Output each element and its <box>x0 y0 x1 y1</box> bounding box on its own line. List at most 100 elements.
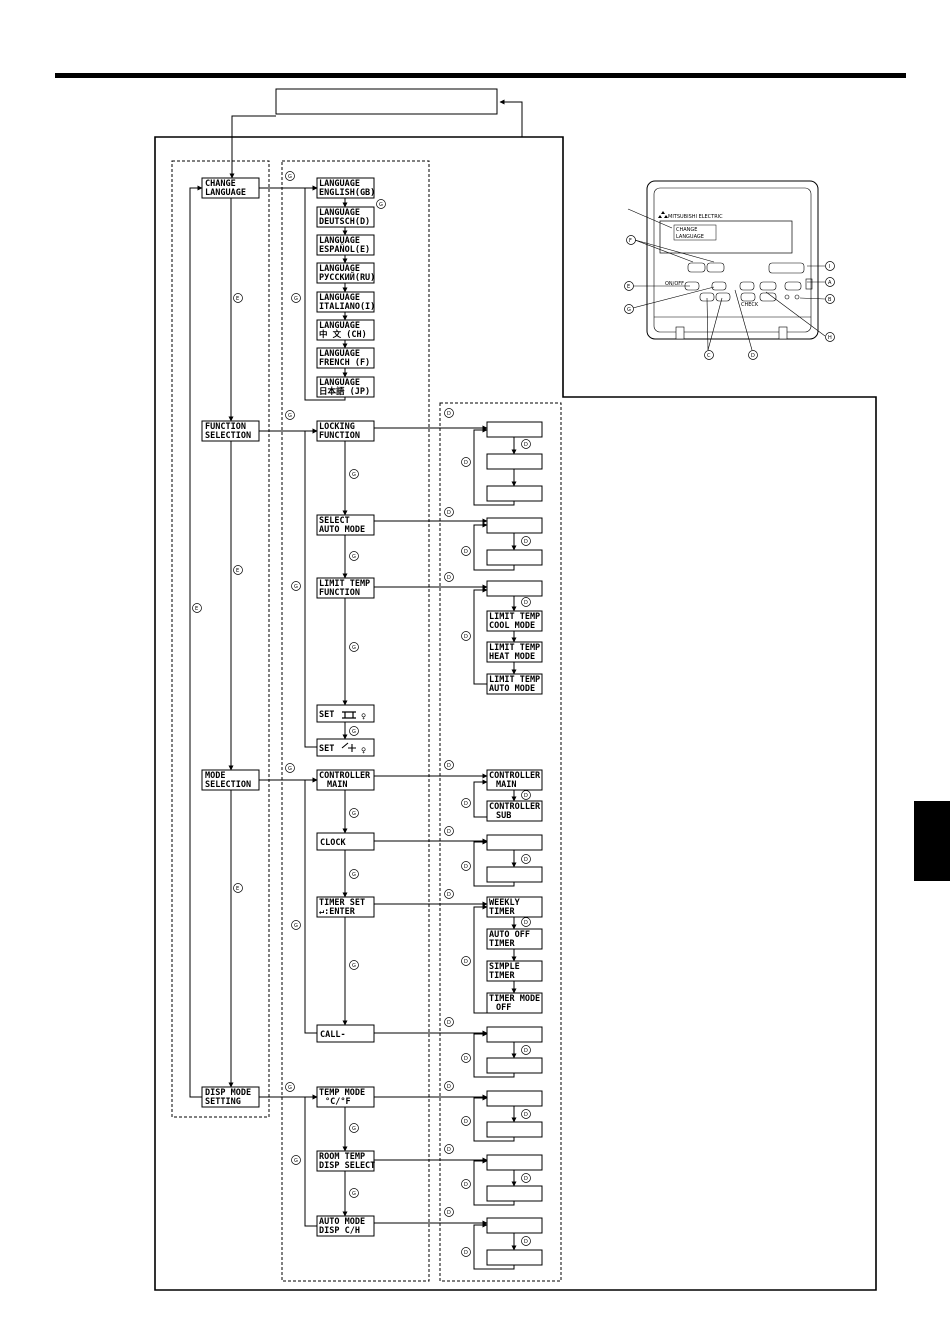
svg-text:CHANGE: CHANGE <box>676 227 697 233</box>
svg-text:SETTING: SETTING <box>205 1097 241 1107</box>
svg-text:D: D <box>447 892 451 898</box>
svg-text:F: F <box>629 238 632 244</box>
svg-text:G: G <box>294 296 298 302</box>
svg-text:LANGUAGE: LANGUAGE <box>319 208 360 218</box>
svg-text:G: G <box>352 872 356 878</box>
menu-region <box>171 160 270 1118</box>
svg-text:TIMER MODE: TIMER MODE <box>489 994 540 1004</box>
svg-text:LIMIT TEMP: LIMIT TEMP <box>319 579 370 589</box>
svg-text:ROOM TEMP: ROOM TEMP <box>319 1152 365 1162</box>
svg-text:LOCKING: LOCKING <box>319 422 355 432</box>
svg-text:D: D <box>524 857 528 863</box>
svg-text:LANGUAGE: LANGUAGE <box>319 349 360 359</box>
svg-text:CHANGE: CHANGE <box>205 179 236 189</box>
svg-text:TIMER SET: TIMER SET <box>319 898 365 908</box>
svg-text:G: G <box>288 174 292 180</box>
svg-text:LIMIT TEMP: LIMIT TEMP <box>489 675 540 685</box>
svg-text:OFF: OFF <box>496 1003 511 1013</box>
svg-text:ON/OFF: ON/OFF <box>665 281 684 287</box>
svg-text:G: G <box>288 413 292 419</box>
svg-text:D: D <box>524 1112 528 1118</box>
svg-text:中 文 (CH): 中 文 (CH) <box>319 329 367 340</box>
svg-text:D: D <box>524 600 528 606</box>
header-rule <box>55 73 906 78</box>
svg-text:G: G <box>294 923 298 929</box>
svg-text:LANGUAGE: LANGUAGE <box>676 234 704 240</box>
svg-text:I: I <box>829 264 830 270</box>
svg-text:AUTO MODE: AUTO MODE <box>319 1217 365 1227</box>
svg-text:E: E <box>627 284 630 290</box>
svg-text:FUNCTION: FUNCTION <box>205 422 246 432</box>
svg-text:TIMER: TIMER <box>489 939 515 949</box>
svg-text:LANGUAGE: LANGUAGE <box>319 293 360 303</box>
svg-text:G: G <box>352 1191 356 1197</box>
svg-text:D: D <box>464 1119 468 1125</box>
svg-text:G: G <box>627 307 631 313</box>
svg-text:SIMPLE: SIMPLE <box>489 962 520 972</box>
svg-text:ENGLISH(GB): ENGLISH(GB) <box>319 188 375 198</box>
svg-text:D: D <box>464 801 468 807</box>
svg-text:CLOCK: CLOCK <box>320 838 346 848</box>
svg-text:D: D <box>464 959 468 965</box>
svg-text:D: D <box>524 442 528 448</box>
svg-text:D: D <box>524 793 528 799</box>
svg-text:D: D <box>751 353 755 359</box>
svg-text:TIMER: TIMER <box>489 971 515 981</box>
svg-text:MITSUBISHI ELECTRIC: MITSUBISHI ELECTRIC <box>668 214 723 220</box>
svg-text:D: D <box>464 460 468 466</box>
svg-text:COOL MODE: COOL MODE <box>489 621 535 631</box>
svg-text:D: D <box>464 1056 468 1062</box>
svg-text:MAIN: MAIN <box>327 780 347 790</box>
svg-text:D: D <box>447 829 451 835</box>
svg-text:D: D <box>524 1048 528 1054</box>
svg-text:D: D <box>524 539 528 545</box>
svg-text:E: E <box>236 886 239 892</box>
svg-text:↵:ENTER: ↵:ENTER <box>319 907 356 917</box>
svg-text:B: B <box>828 297 832 303</box>
svg-text:DISP MODE: DISP MODE <box>205 1088 251 1098</box>
svg-text:D: D <box>464 1250 468 1256</box>
svg-text:AUTO MODE: AUTO MODE <box>489 684 535 694</box>
svg-text:HEAT MODE: HEAT MODE <box>489 652 535 662</box>
svg-text:LANGUAGE: LANGUAGE <box>319 264 360 274</box>
setting-region <box>439 402 562 1282</box>
svg-text:D: D <box>524 1239 528 1245</box>
svg-text:LANGUAGE: LANGUAGE <box>205 188 246 198</box>
svg-text:SUB: SUB <box>496 811 511 821</box>
remote-controller-illustration: MITSUBISHI ELECTRIC CHANGE LANGUAGE ON/O… <box>624 180 835 360</box>
svg-text:°C/°F: °C/°F <box>325 1097 351 1107</box>
svg-text:G: G <box>352 1126 356 1132</box>
svg-text:ITALIANO(I): ITALIANO(I) <box>319 302 375 312</box>
svg-text:LIMIT TEMP: LIMIT TEMP <box>489 612 540 622</box>
svg-text:D: D <box>524 920 528 926</box>
svg-text:CALL-: CALL- <box>320 1030 346 1040</box>
svg-text:SELECTION: SELECTION <box>205 780 251 790</box>
svg-text:FRENCH (F): FRENCH (F) <box>319 358 370 368</box>
svg-text:G: G <box>294 584 298 590</box>
page-side-tab <box>914 801 950 881</box>
svg-text:AUTO OFF: AUTO OFF <box>489 930 530 940</box>
svg-text:D: D <box>447 411 451 417</box>
svg-text:G: G <box>352 472 356 478</box>
svg-text:G: G <box>352 963 356 969</box>
svg-text:♀: ♀ <box>361 746 366 756</box>
svg-text:G: G <box>352 554 356 560</box>
svg-text:♀: ♀ <box>361 712 366 722</box>
outer-frame <box>154 136 877 1291</box>
svg-text:G: G <box>294 1158 298 1164</box>
submenu-region <box>281 160 430 1282</box>
main-menu-column: CHANGE LANGUAGE FUNCTION SELECTION MODE … <box>189 171 318 1108</box>
svg-text:D: D <box>447 1147 451 1153</box>
svg-text:FUNCTION: FUNCTION <box>319 431 360 441</box>
svg-text:D: D <box>447 1084 451 1090</box>
svg-text:SELECT: SELECT <box>319 516 350 526</box>
svg-text:D: D <box>447 1210 451 1216</box>
svg-text:D: D <box>464 864 468 870</box>
svg-text:E: E <box>236 296 239 302</box>
svg-text:TIMER: TIMER <box>489 907 515 917</box>
svg-text:CHECK: CHECK <box>741 302 759 308</box>
